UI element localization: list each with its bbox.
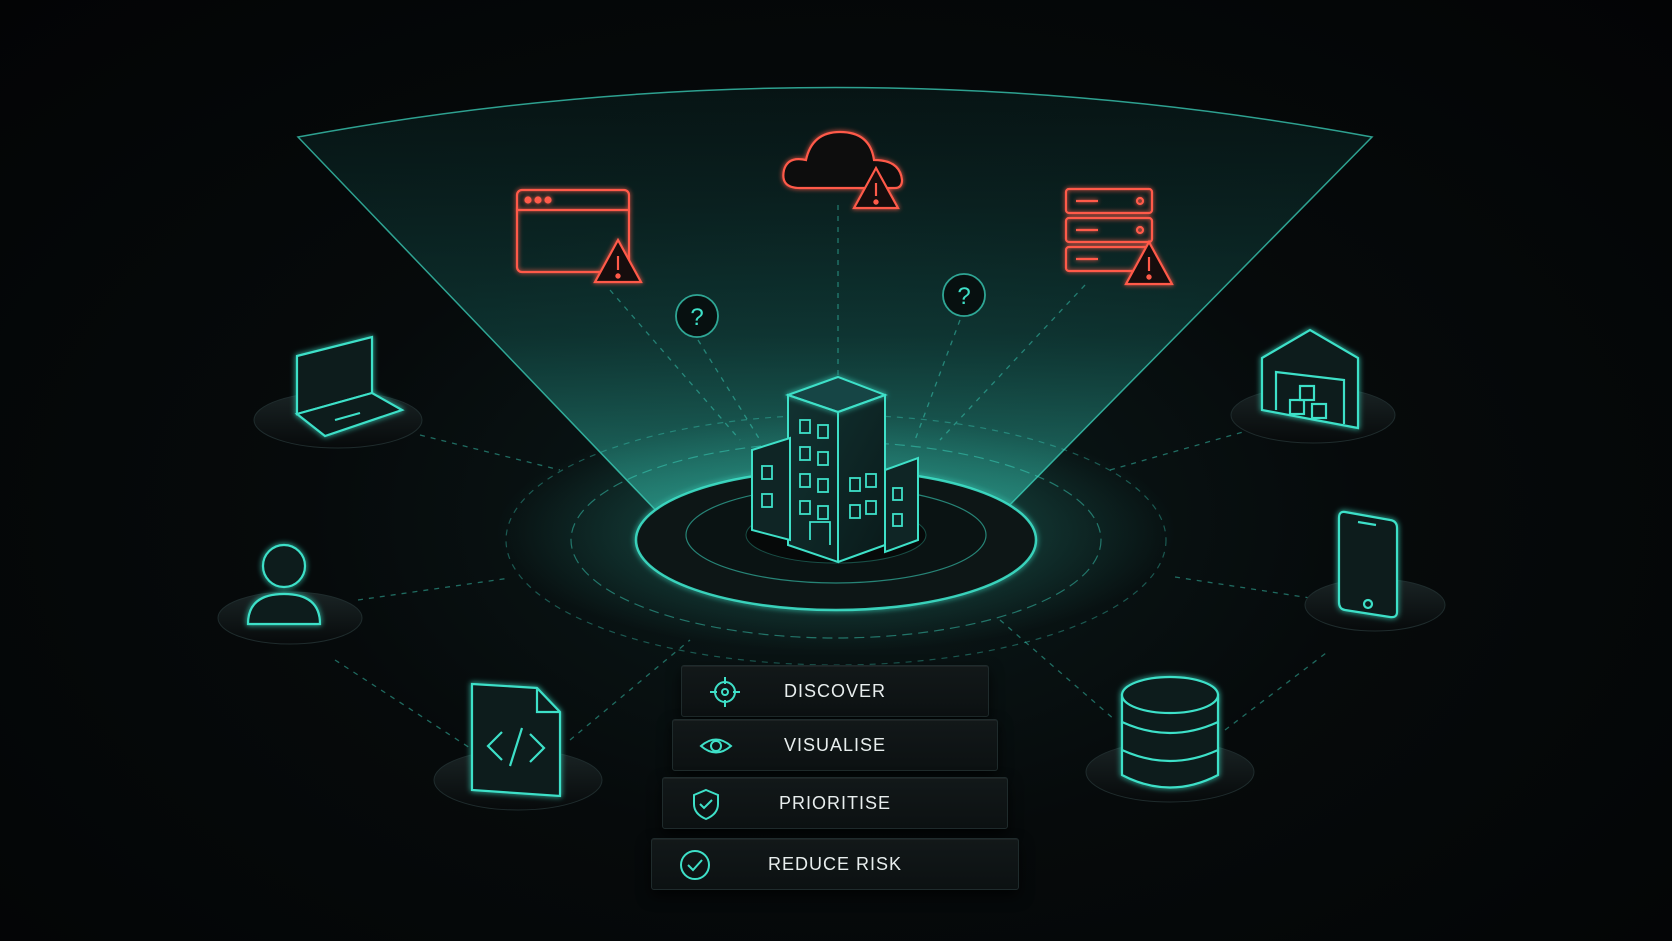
step-prioritise: PRIORITISE — [662, 777, 1008, 829]
office-building-icon — [745, 375, 927, 564]
question-circle-icon: ? — [942, 273, 986, 317]
laptop-icon — [294, 335, 405, 438]
cloud-warning-icon — [782, 130, 904, 210]
step-label: PRIORITISE — [778, 792, 891, 813]
code-file-icon — [470, 682, 562, 798]
database-icon — [1120, 675, 1220, 789]
question-mark: ? — [690, 304, 703, 331]
server-rack-warning-icon — [1064, 187, 1174, 286]
mobile-phone-icon — [1337, 510, 1399, 619]
step-label: DISCOVER — [783, 680, 887, 701]
step-label: VISUALISE — [783, 734, 887, 755]
step-reduce-risk: REDUCE RISK — [651, 838, 1019, 890]
step-discover: DISCOVER — [681, 665, 989, 717]
warehouse-icon — [1260, 328, 1360, 430]
step-visualise: VISUALISE — [672, 719, 998, 771]
question-mark: ? — [957, 283, 970, 310]
eye-icon — [699, 738, 733, 754]
connector-lines — [334, 205, 1331, 749]
check-circle-icon — [680, 850, 710, 880]
step-label: REDUCE RISK — [767, 853, 903, 874]
browser-window-warning-icon — [515, 188, 643, 284]
crosshair-icon — [710, 677, 740, 707]
user-icon — [246, 543, 322, 626]
shield-check-icon — [693, 788, 719, 821]
question-circle-icon: ? — [675, 294, 719, 338]
